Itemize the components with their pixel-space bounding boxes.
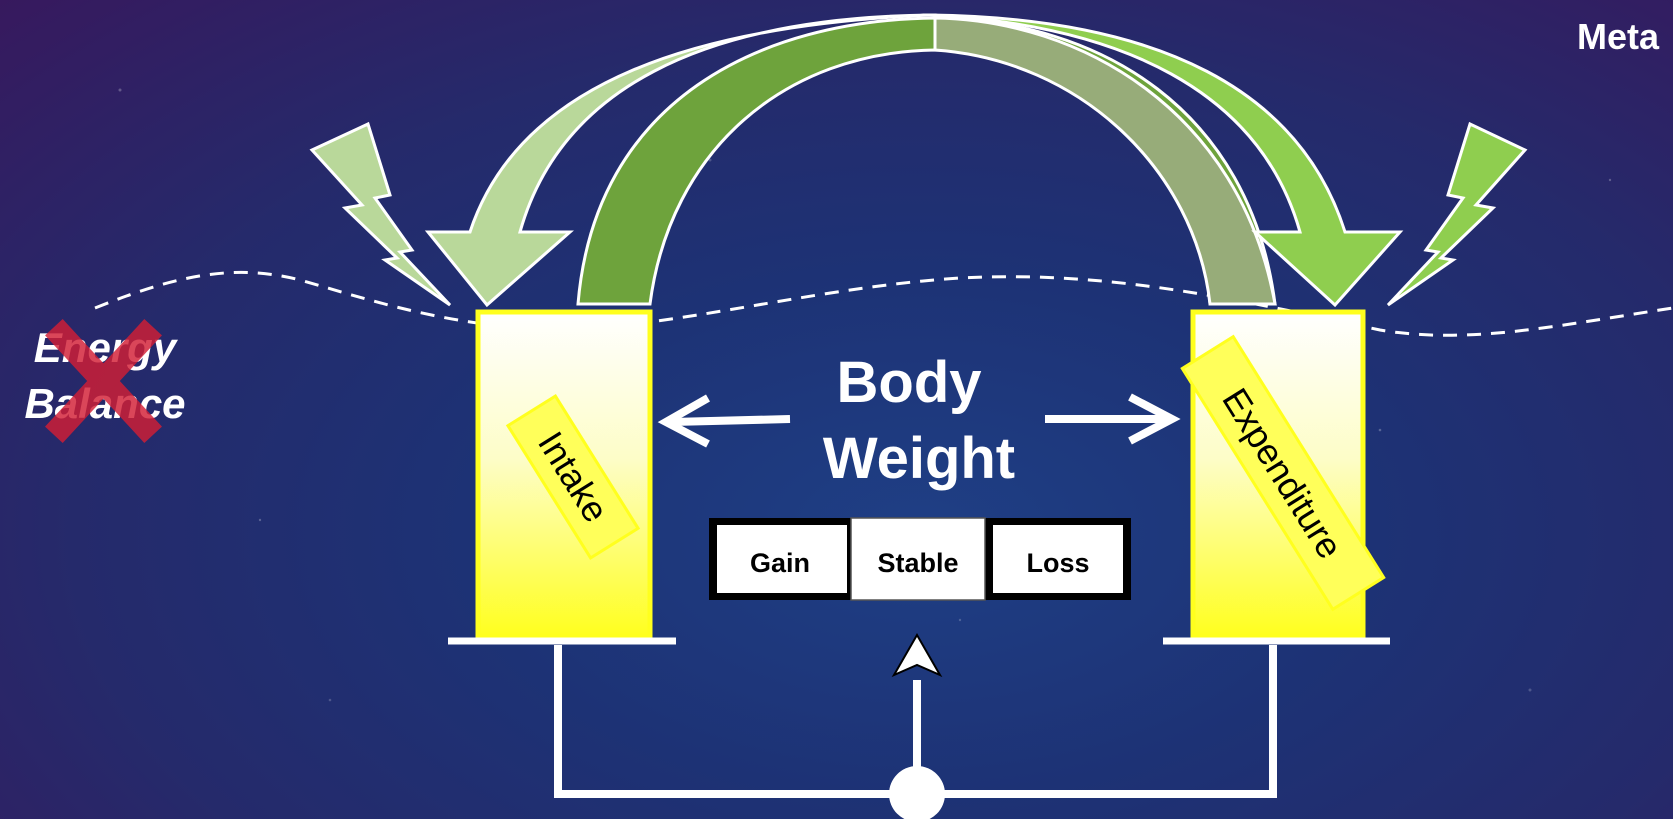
weight-scale-gain: Gain <box>750 548 810 578</box>
weight-scale-stable-cell <box>850 517 986 601</box>
arrow-left-icon <box>657 394 791 448</box>
body-weight-line1: Body <box>837 350 982 415</box>
cross-out-icon <box>45 319 162 443</box>
corner-label: Meta <box>1577 16 1660 57</box>
arrow-bright-green-to-expenditure <box>929 13 1404 308</box>
arrow-light-green-to-intake <box>424 13 931 308</box>
dashed-boundary-line <box>94 270 1673 337</box>
weight-scale-stable: Stable <box>877 548 958 578</box>
weight-scale-loss-cell <box>993 525 1123 593</box>
circuit-node <box>889 766 945 819</box>
body-weight-line2: Weight <box>823 426 1015 491</box>
pointer-arrowhead-icon <box>891 632 943 678</box>
arch-olive <box>933 16 1277 306</box>
arrow-right-icon <box>1045 393 1181 445</box>
weight-scale-loss: Loss <box>1026 548 1089 578</box>
lightning-bolt-right-icon <box>1386 121 1528 307</box>
lightning-bolt-left-icon <box>309 121 452 307</box>
weight-scale-gain-cell <box>717 525 847 593</box>
